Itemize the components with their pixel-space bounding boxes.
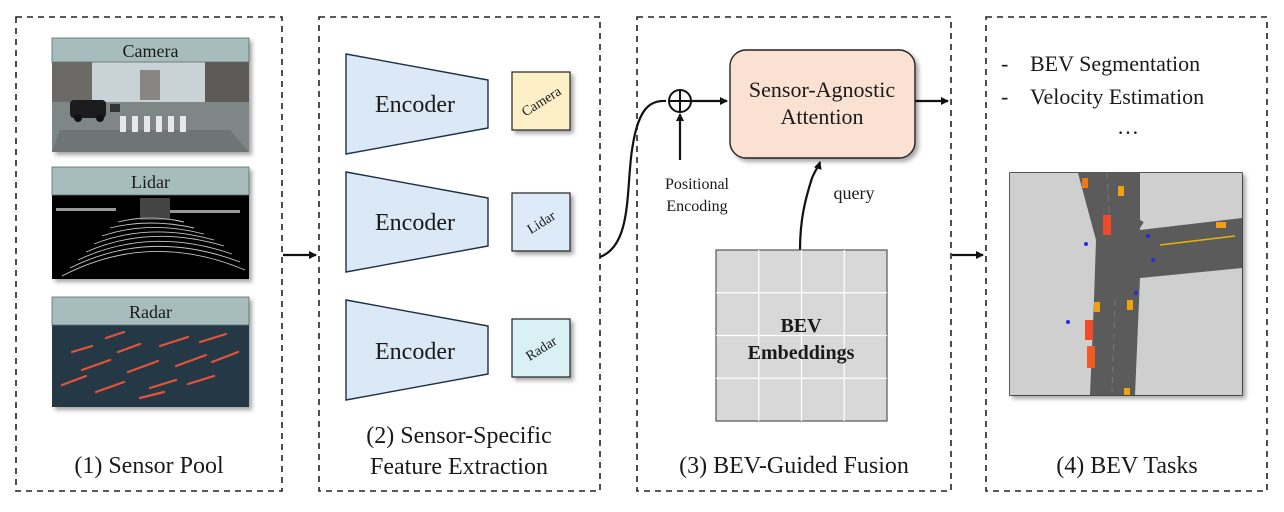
task-bullet-1: - [1001,51,1008,76]
radar-label-band [51,296,250,326]
arrow-extraction-to-fusion [599,99,667,259]
encoder-radar-trapezoid [345,299,489,401]
encoder-camera-trapezoid [345,53,489,155]
task-more-ellipsis: … [1117,114,1139,139]
sensor-agnostic-attention-box: Sensor-Agnostic Attention [729,49,916,159]
camera-sensor-label: Camera [123,41,179,61]
lidar-label-band [51,166,250,196]
svg-text:Sensor-Agnostic: Sensor-Agnostic [749,77,895,102]
sensor-pool-caption: (1) Sensor Pool [74,453,224,479]
camera-feature-tag: Camera [511,71,571,131]
panel-fusion [636,16,952,492]
lidar-feature-tag: Lidar [511,192,571,252]
encoder-camera-label: Encoder [375,92,455,118]
bev-embeddings-line2: Embeddings [748,342,855,364]
fusion-caption: (3) BEV-Guided Fusion [679,453,909,479]
task-bullet-2: - [1001,84,1008,109]
arrow-query [798,161,822,251]
tasks-caption: (4) BEV Tasks [1056,453,1197,479]
svg-text:Attention: Attention [780,104,863,129]
camera-street-scene [52,62,249,152]
encoder-lidar-trapezoid [345,171,489,273]
positional-encoding-line1: Positional [665,176,730,193]
panel-tasks [985,16,1268,492]
lidar-point-cloud [52,195,249,279]
query-label: query [834,183,875,203]
feature-extraction-caption-line2: Feature Extraction [370,454,548,480]
panel-feature-extraction [318,16,601,492]
panel-sensor-pool [15,16,283,492]
positional-encoding-line2: Encoding [666,198,727,215]
camera-label-band [51,37,250,63]
bev-map-output [1009,172,1243,396]
bev-embeddings-line1: BEV [780,315,822,337]
task-item-velocity-estimation: Velocity Estimation [1030,84,1204,109]
lidar-sensor-label: Lidar [131,172,170,192]
positional-add-operator [668,89,692,113]
task-item-bev-segmentation: BEV Segmentation [1030,51,1200,76]
encoder-radar-label: Encoder [375,339,455,365]
radar-point-cloud [52,325,249,407]
bev-embeddings-grid: BEV Embeddings [715,249,888,422]
feature-extraction-caption-line1: (2) Sensor-Specific [366,423,551,449]
radar-feature-tag: Radar [511,318,571,378]
radar-sensor-label: Radar [129,302,172,322]
encoder-lidar-label: Encoder [375,210,455,236]
